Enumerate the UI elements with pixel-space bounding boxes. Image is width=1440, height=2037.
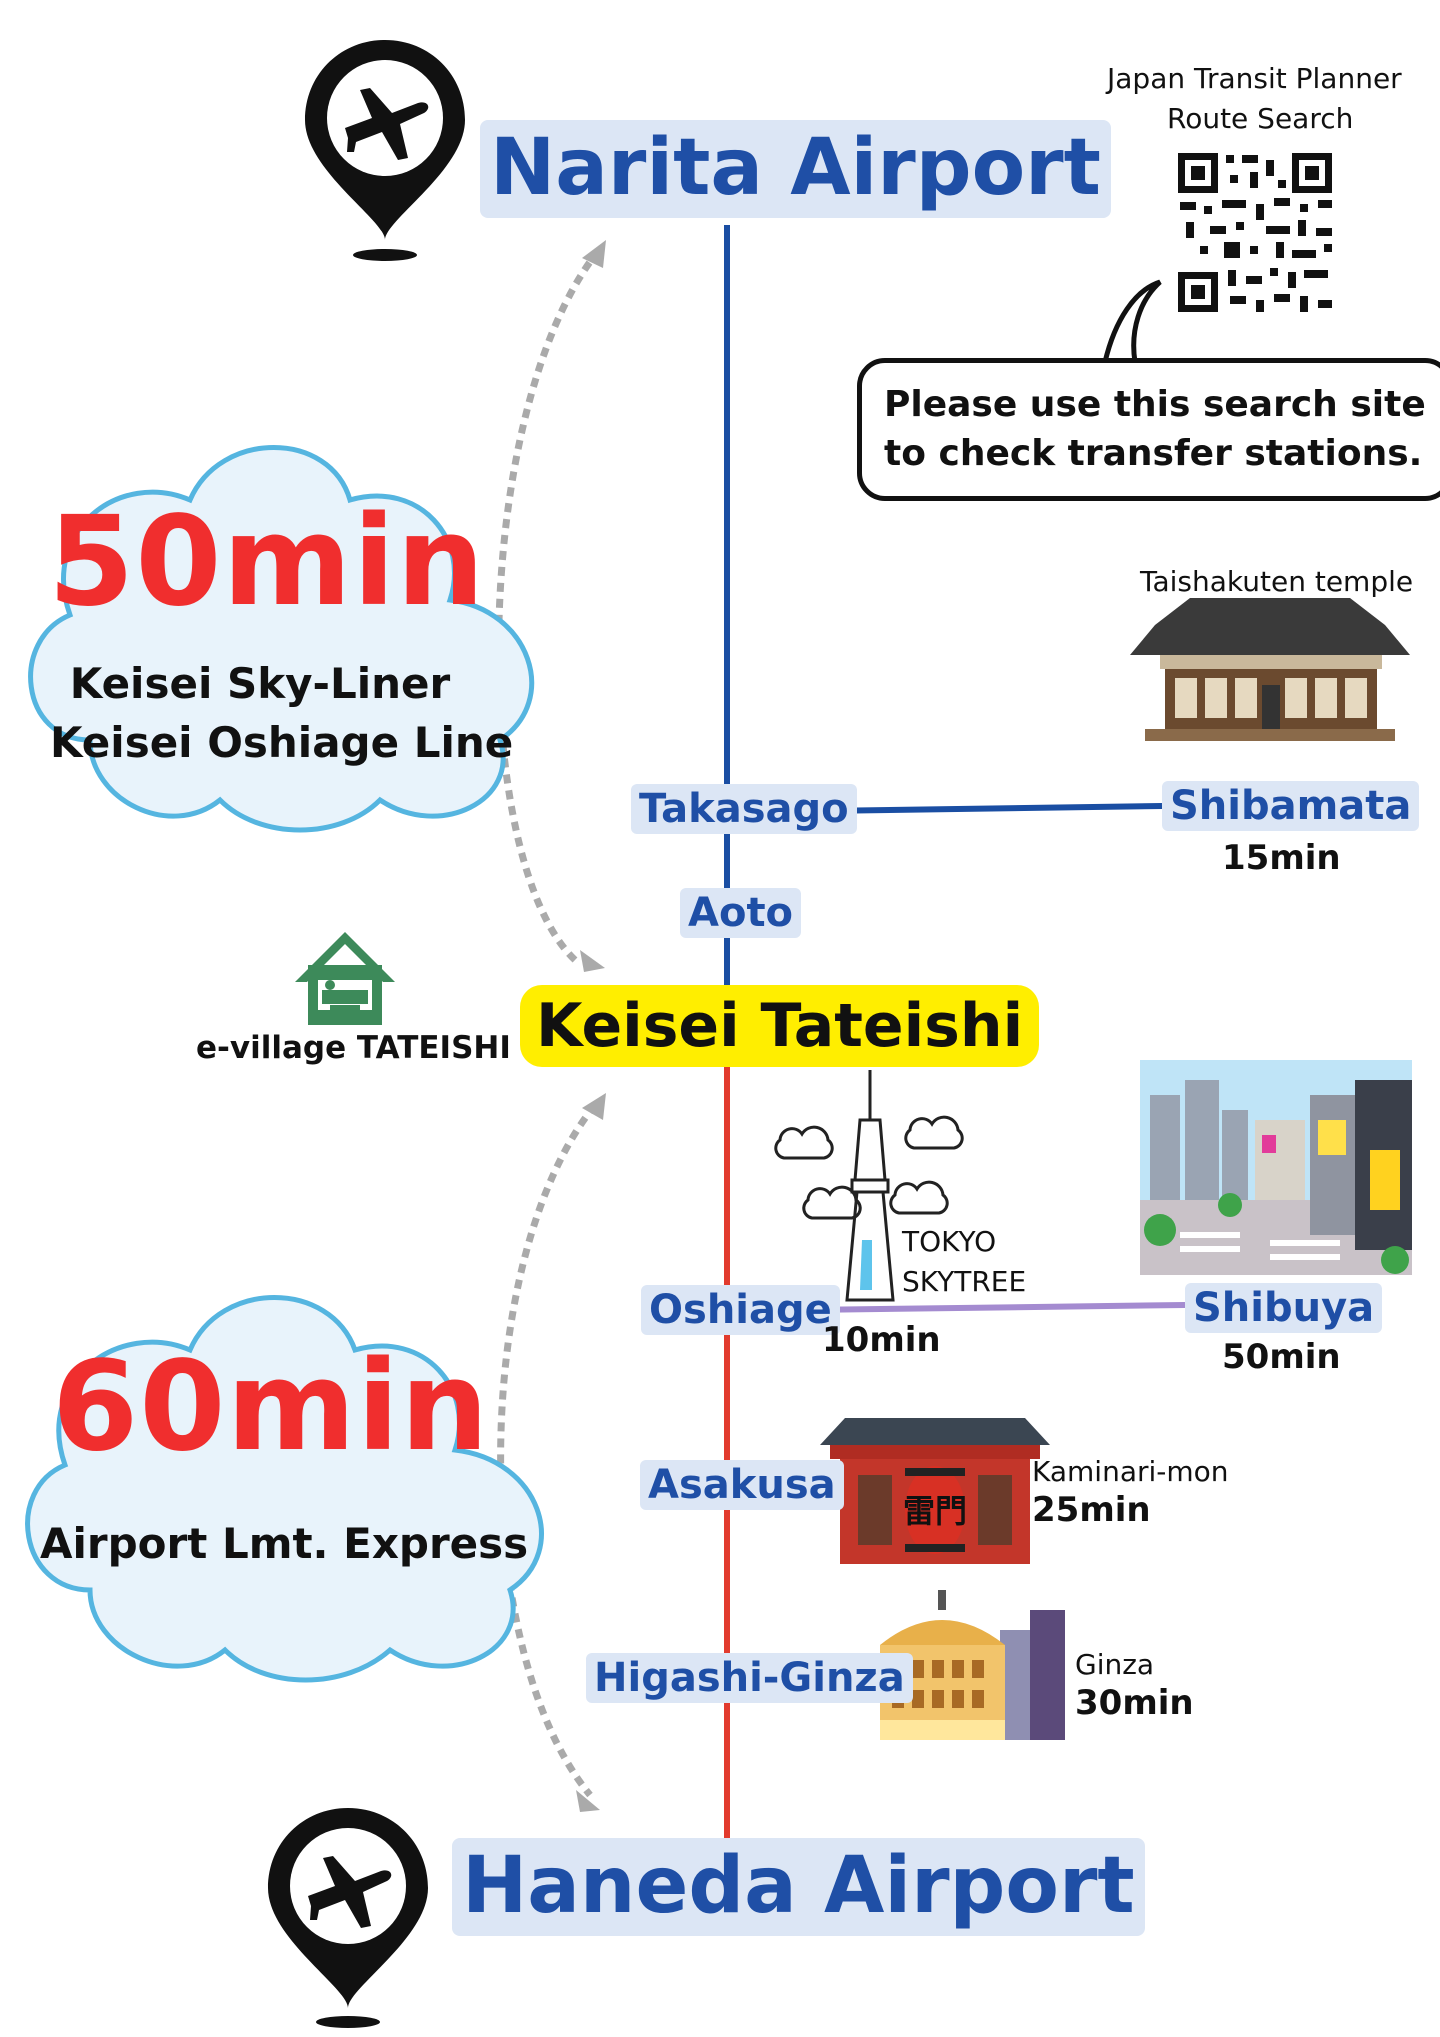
bubble-line2: to check transfer stations. (884, 432, 1423, 474)
qr-code-icon (1175, 150, 1335, 315)
skytree-line2: SKYTREE (902, 1265, 1027, 1298)
arrow-head-haneda (576, 1790, 600, 1812)
qr-title-line2: Route Search (1167, 102, 1354, 135)
south-route-time: 60min (52, 1335, 490, 1479)
skytree-line1: TOKYO (902, 1225, 997, 1258)
ginza-name: Ginza (1075, 1648, 1155, 1681)
dotted-arrow-lower (497, 1102, 598, 1798)
hotel-label: e-village TATEISHI (196, 1030, 511, 1066)
narita-airport-label: Narita Airport (480, 120, 1111, 218)
kaminarimon-name: Kaminari-mon (1032, 1455, 1229, 1488)
haneda-airport-label: Haneda Airport (452, 1838, 1145, 1936)
station-higashi-ginza: Higashi-Ginza (586, 1653, 913, 1703)
north-route-line2: Keisei Oshiage Line (50, 717, 514, 767)
north-route-line1: Keisei Sky-Liner (69, 659, 451, 708)
cloud-icon (28, 445, 535, 833)
temple-icon (1130, 598, 1410, 741)
kaminarimon-time: 25min (1032, 1490, 1151, 1530)
hub-keisei-tateishi: Keisei Tateishi (520, 985, 1040, 1067)
shibuya-time: 50min (1222, 1337, 1341, 1377)
arrow-head-tateishi-upper (580, 950, 605, 972)
dotted-arrow-upper (495, 252, 598, 963)
north-route-time: 50min (48, 490, 486, 634)
station-takasago: Takasago (631, 784, 857, 834)
house-icon (295, 932, 395, 1025)
cloud-icon (25, 1295, 544, 1683)
landmark-taishakuten: Taishakuten temple (1140, 565, 1414, 598)
north-route-lines: Keisei Sky-Liner Keisei Oshiage Line (50, 655, 514, 773)
lantern-text: 雷門 (903, 1492, 967, 1530)
station-shibuya: Shibuya (1185, 1283, 1383, 1333)
station-aoto: Aoto (680, 888, 802, 938)
skytree-icon (774, 1070, 964, 1302)
bubble-line1: Please use this search site (884, 384, 1426, 425)
airplane-pin-icon (305, 40, 465, 261)
city-icon (1140, 1060, 1412, 1275)
arrow-head-narita (582, 240, 606, 268)
skytree-time: 10min (822, 1320, 941, 1360)
station-oshiage: Oshiage (641, 1285, 840, 1335)
shibamata-time: 15min (1222, 838, 1341, 878)
shibuya-branch-line (804, 1302, 1186, 1313)
qr-title-line1: Japan Transit Planner (1107, 62, 1402, 95)
station-shibamata: Shibamata (1162, 781, 1420, 831)
south-route-line1: Airport Lmt. Express (40, 1519, 529, 1568)
arrow-head-tateishi-lower (582, 1093, 606, 1120)
airplane-pin-icon (268, 1808, 428, 2028)
ginza-time: 30min (1075, 1683, 1194, 1723)
gate-icon (820, 1418, 1050, 1564)
shibamata-branch-line (819, 803, 1163, 814)
transfer-note-bubble: Please use this search site to check tra… (857, 358, 1440, 502)
bubble-tail (1101, 279, 1162, 365)
station-asakusa: Asakusa (640, 1460, 844, 1510)
